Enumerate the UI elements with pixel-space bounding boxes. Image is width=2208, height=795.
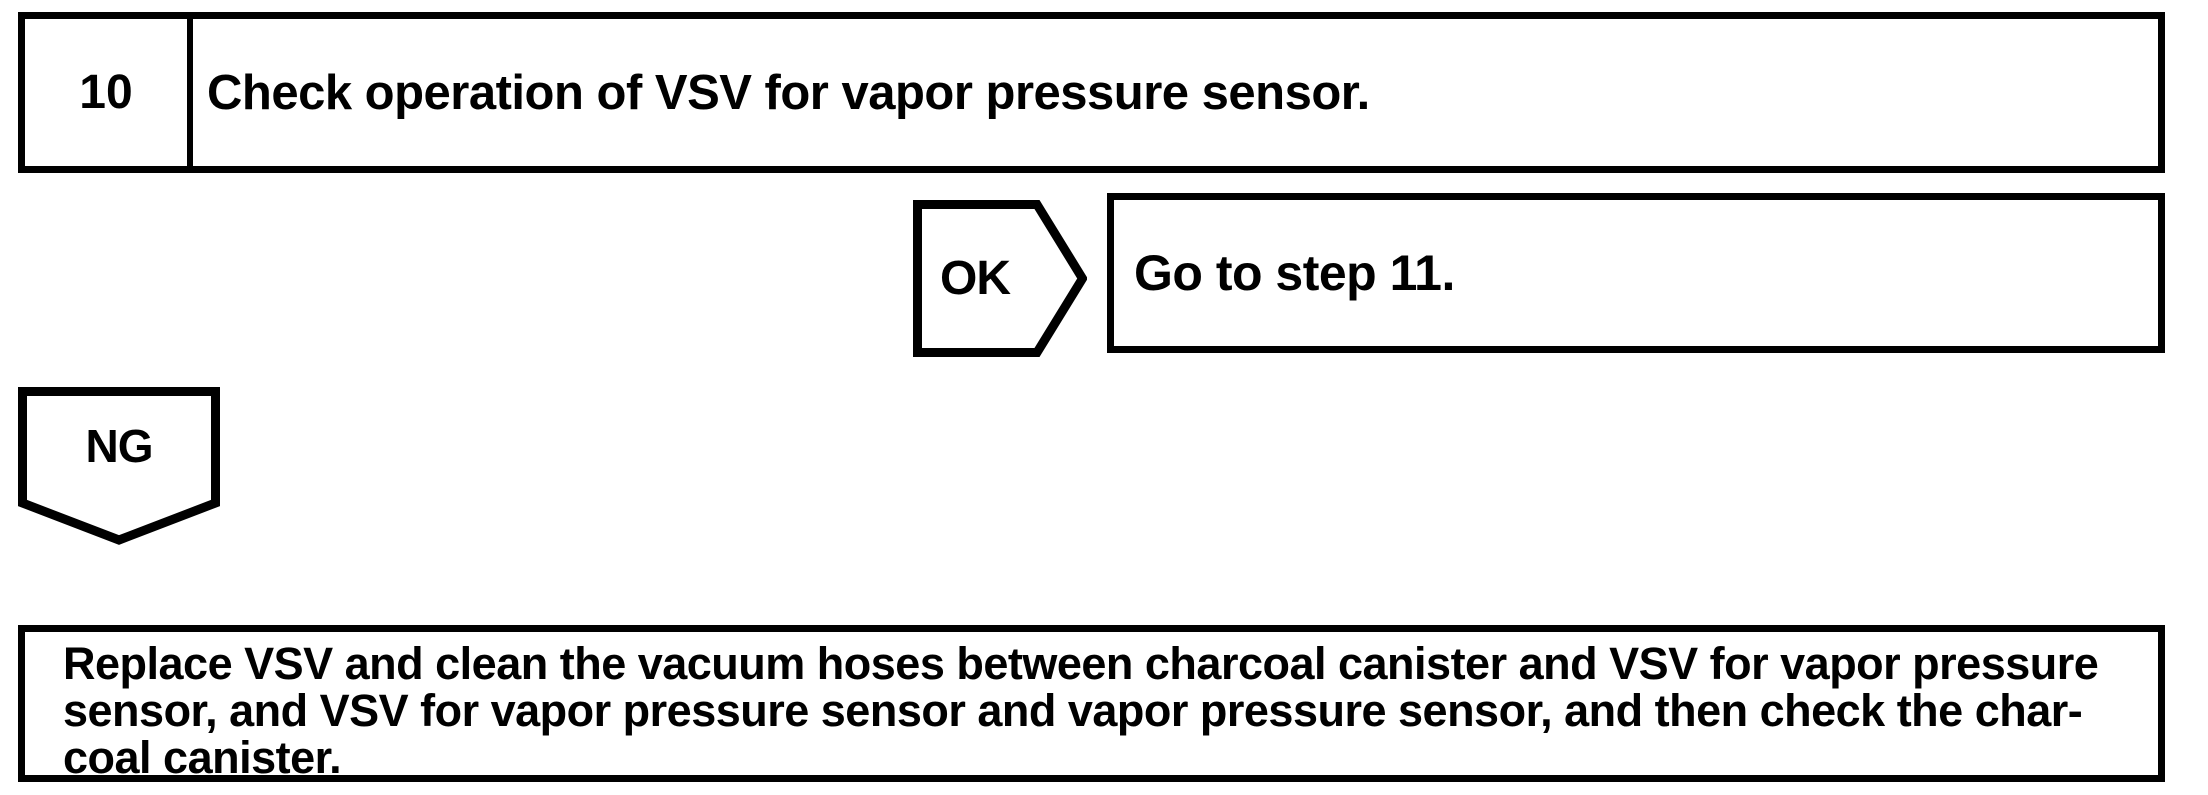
ok-connector: OK <box>913 200 1087 357</box>
ng-result-text-line: sensor, and VSV for vapor pressure senso… <box>63 685 2083 736</box>
step-header-box: 10 Check operation of VSV for vapor pres… <box>18 12 2165 173</box>
ok-action-box: Go to step 11. <box>1107 193 2165 353</box>
ok-arrow-pentagon-shape <box>913 200 1087 357</box>
ng-arrow-pentagon-shape <box>18 387 220 545</box>
ng-result-text-line: coal canister. <box>63 732 342 783</box>
ng-connector: NG <box>18 387 220 545</box>
ng-connector-label: NG <box>85 420 154 472</box>
ok-action-text: Go to step 11. <box>1134 245 1455 301</box>
ng-result-box: Replace VSV and clean the vacuum hoses b… <box>18 625 2165 782</box>
step-title: Check operation of VSV for vapor pressur… <box>207 65 1370 120</box>
step-number: 10 <box>25 19 193 166</box>
ng-result-text-line: Replace VSV and clean the vacuum hoses b… <box>63 638 2099 689</box>
ok-connector-label: OK <box>940 252 1011 305</box>
